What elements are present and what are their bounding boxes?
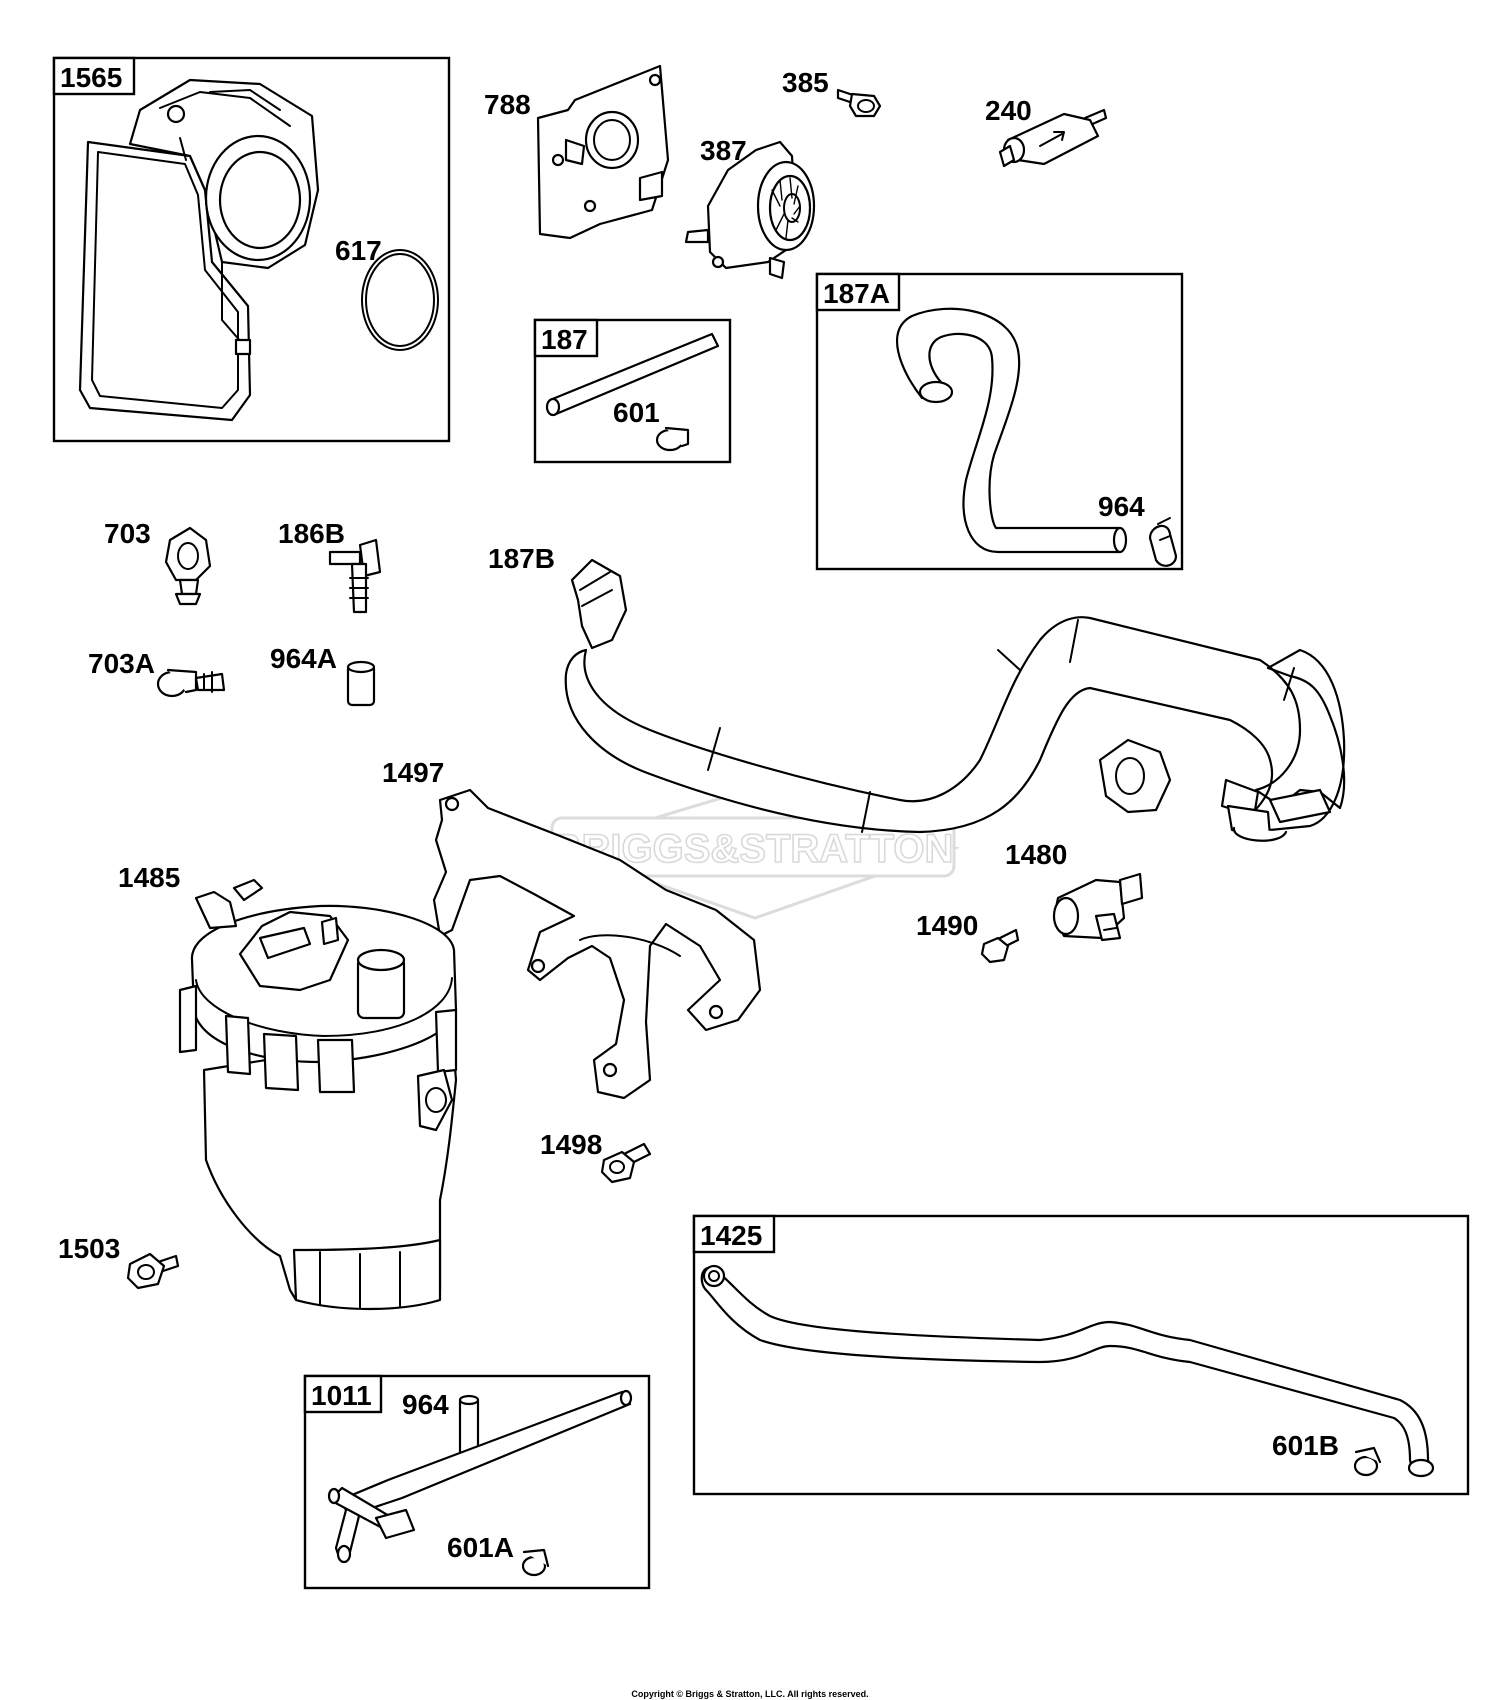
label-186B: 186B [278,518,345,549]
throttle-body-part[interactable] [78,78,320,422]
fuel-hose-187A-part[interactable] [895,307,1128,554]
box-label-187: 187 [541,324,588,355]
box-187: 187 [533,318,732,464]
clip-703A-part[interactable] [156,668,226,698]
valve-1480-part[interactable] [1052,872,1144,942]
fuel-filter-240-part[interactable] [998,108,1108,168]
fuel-hose-187B-part[interactable] [564,558,1346,842]
label-703A: 703A [88,648,155,679]
fuel-line-187-part[interactable] [545,332,720,417]
box-label-1565: 1565 [60,62,122,93]
screw-1490-part[interactable] [980,928,1020,964]
label-601: 601 [613,397,660,428]
label-187B: 187B [488,543,555,574]
label-601B: 601B [1272,1430,1339,1461]
fuel-tee-1011-part[interactable] [327,1389,633,1564]
bolt-1503-part[interactable] [126,1252,180,1290]
bracket-1497-part[interactable] [432,788,762,1100]
label-1503: 1503 [58,1233,120,1264]
label-788: 788 [484,89,531,120]
fuel-pump-387-part[interactable] [684,140,816,280]
sleeve-964A-part[interactable] [346,660,376,707]
box-1011: 1011 [303,1374,651,1590]
label-617: 617 [335,235,382,266]
bolt-1498-part[interactable] [600,1142,652,1184]
box-label-187A: 187A [823,278,890,309]
label-387: 387 [700,135,747,166]
box-label-1425: 1425 [700,1220,762,1251]
clamp-601-part[interactable] [655,426,690,452]
sleeve-964-box1011-part[interactable] [458,1394,480,1458]
label-703: 703 [104,518,151,549]
label-1485: 1485 [118,862,180,893]
label-1498: 1498 [540,1129,602,1160]
clip-703-part[interactable] [164,526,212,606]
label-601A: 601A [447,1532,514,1563]
label-1497: 1497 [382,757,444,788]
sleeve-964-part[interactable] [1148,517,1178,567]
label-964-top: 964 [1098,491,1145,522]
box-label-1011: 1011 [311,1380,372,1411]
label-1480: 1480 [1005,839,1067,870]
box-187A: 187A [815,272,1184,571]
fitting-186B-part[interactable] [328,538,382,614]
label-240: 240 [985,95,1032,126]
briggs-stratton-watermark: BRIGGS&STRATTON [550,786,960,920]
label-964-box1011: 964 [402,1389,449,1420]
label-1490: 1490 [916,910,978,941]
label-385: 385 [782,67,829,98]
o-ring-part[interactable] [361,249,439,351]
copyright-notice: Copyright © Briggs & Stratton, LLC. All … [631,1689,868,1699]
fuel-line-1425-part[interactable] [700,1264,1435,1478]
clamp-601A-part[interactable] [521,1548,550,1577]
label-964A: 964A [270,643,337,674]
box-1565: 1565 [52,56,451,443]
fuel-pump-module-1485-part[interactable] [178,878,458,1311]
box-1425: 1425 [692,1214,1470,1496]
bolt-385-part[interactable] [836,88,882,118]
clamp-601B-part[interactable] [1353,1446,1382,1477]
bracket-788-part[interactable] [536,64,670,240]
